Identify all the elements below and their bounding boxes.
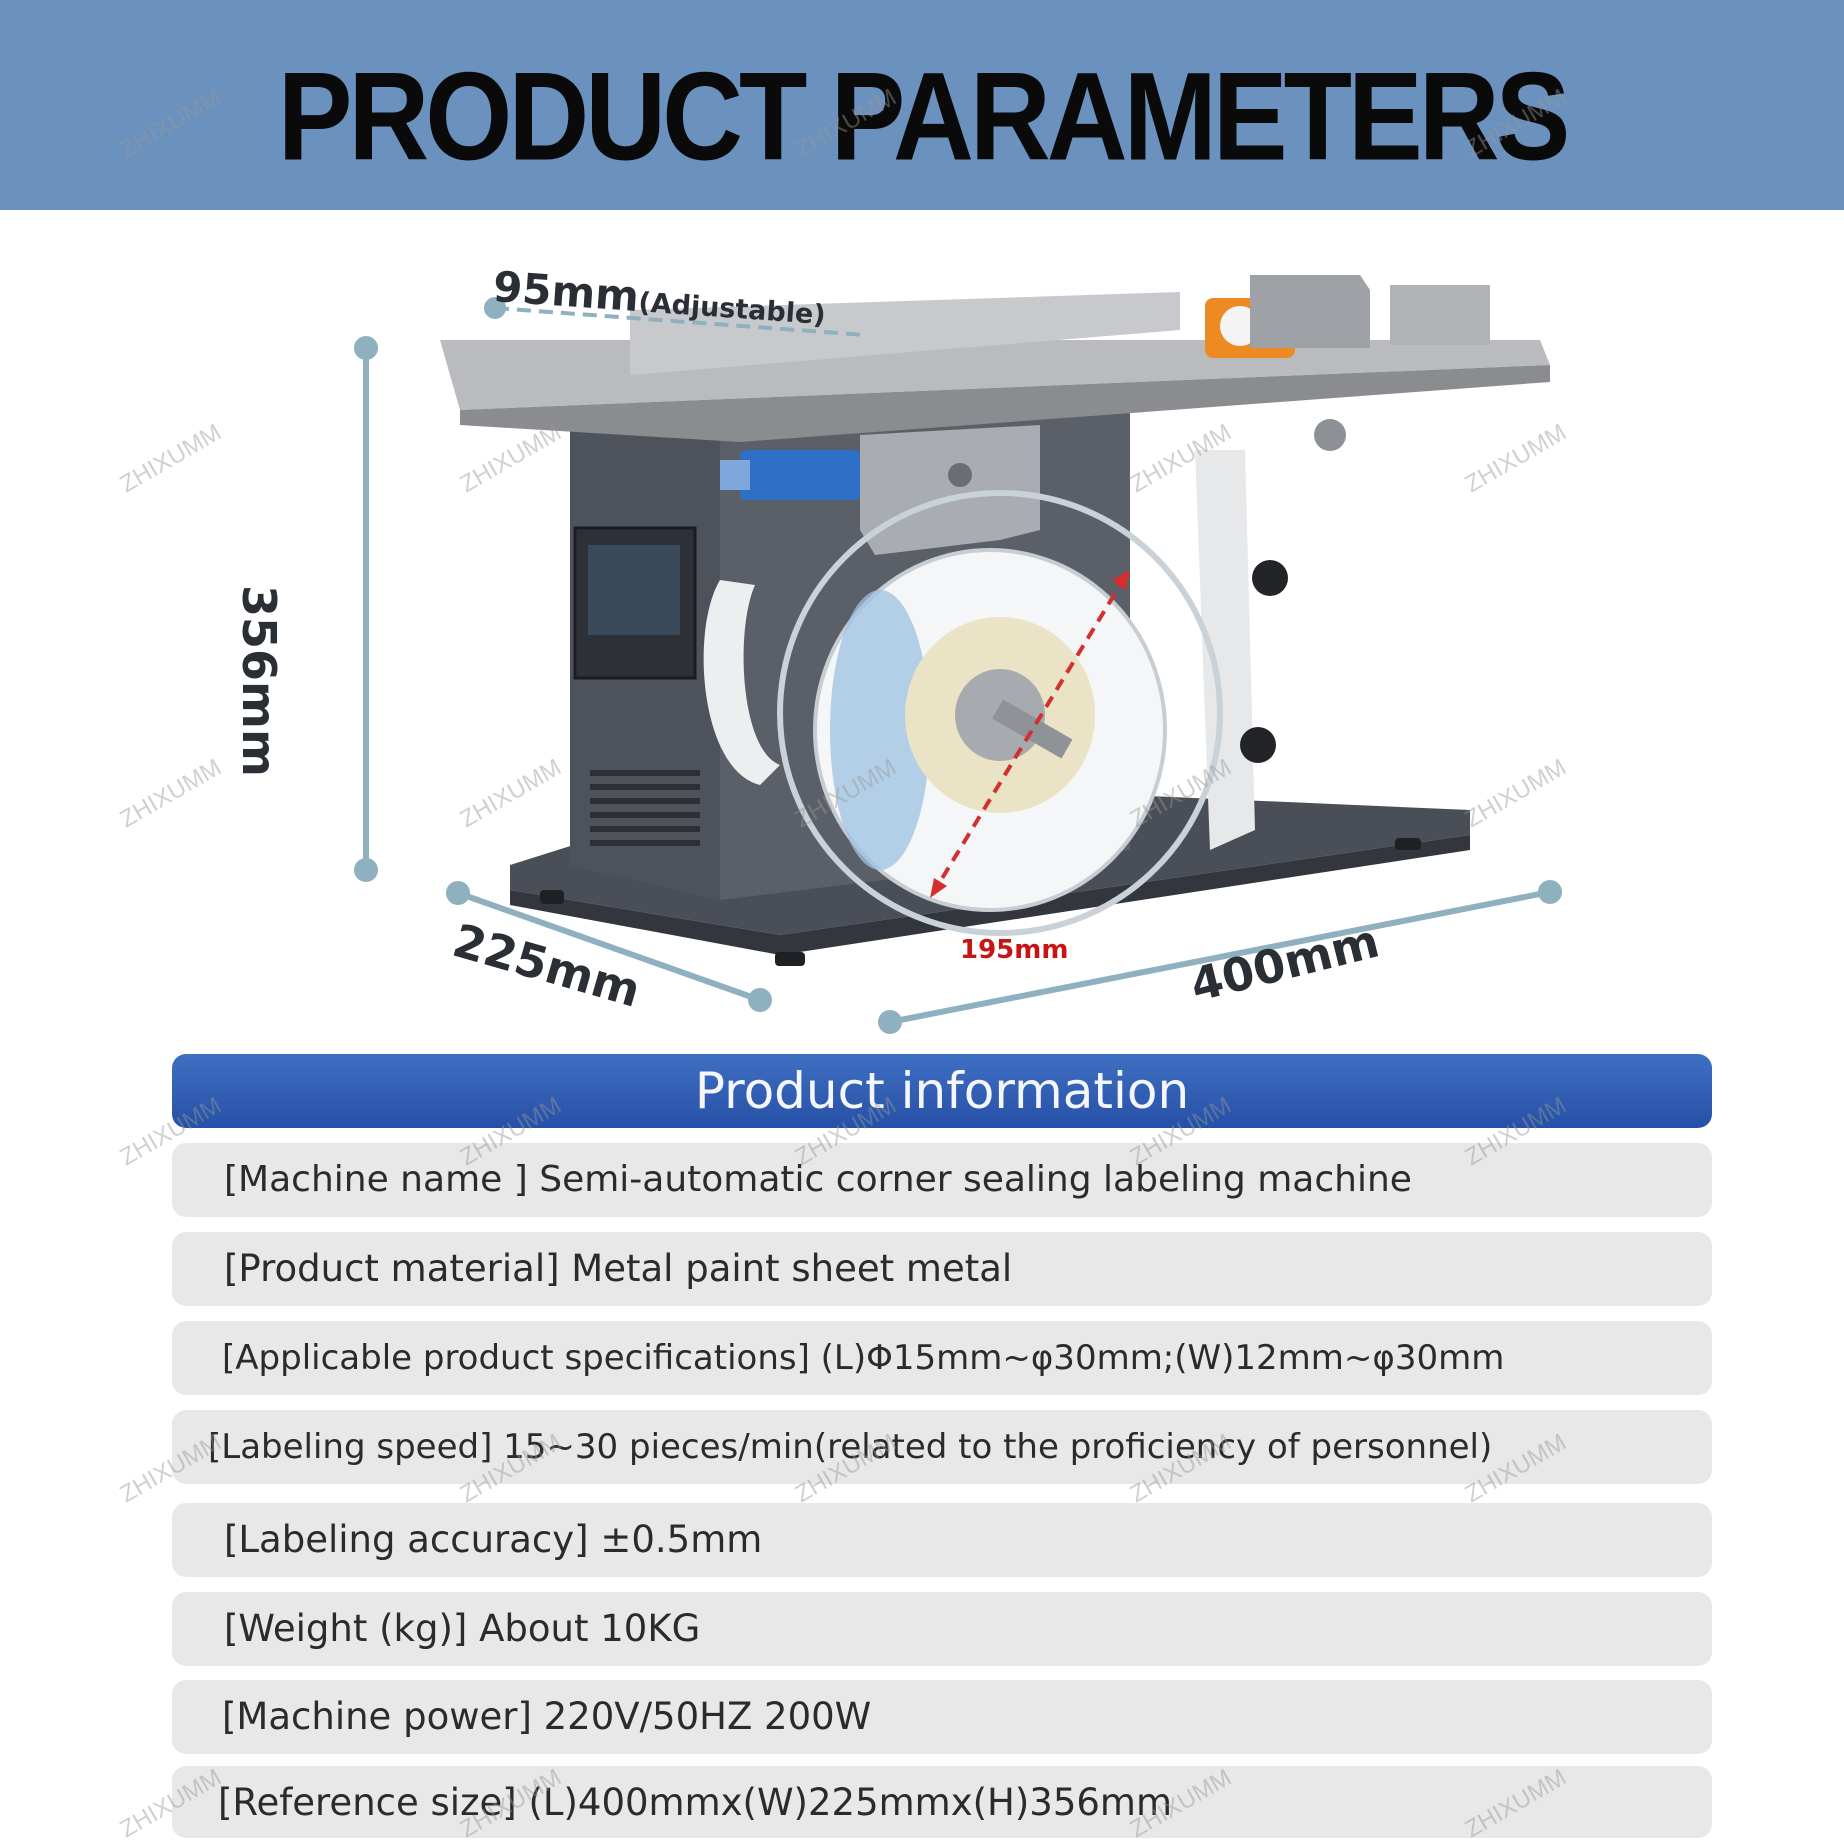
- dimension-roll-diameter: 195mm: [960, 935, 1069, 965]
- info-row-text: [Reference size] (L)400mmx(W)225mmx(H)35…: [218, 1781, 1172, 1824]
- blue-roller: [740, 450, 860, 500]
- product-information-heading: Product information: [172, 1054, 1712, 1128]
- page-title: PRODUCT PARAMETERS: [277, 46, 1571, 187]
- info-row: [Machine power] 220V/50HZ 200W: [172, 1680, 1712, 1754]
- info-row-text: [Labeling accuracy] ±0.5mm: [224, 1518, 763, 1561]
- info-row: [Labeling speed] 15~30 pieces/min(relate…: [172, 1410, 1712, 1484]
- roll-diameter-arrow: [933, 575, 1127, 892]
- label-roll: [830, 590, 930, 870]
- roll-disc: [777, 490, 1223, 936]
- product-figure: 95mm(Adjustable) 356mm 225mm 400mm 195mm: [0, 210, 1844, 1050]
- info-row: [Labeling accuracy] ±0.5mm: [172, 1503, 1712, 1577]
- info-row-text: [Labeling speed] 15~30 pieces/min(relate…: [208, 1427, 1493, 1467]
- info-row: [Reference size] (L)400mmx(W)225mmx(H)35…: [172, 1766, 1712, 1838]
- info-row-text: [Machine power] 220V/50HZ 200W: [222, 1695, 872, 1738]
- label-tape: [1195, 450, 1255, 850]
- info-row-text: [Product material] Metal paint sheet met…: [224, 1247, 1013, 1290]
- motor-block: [1250, 275, 1370, 348]
- info-row: [Machine name ] Semi-automatic corner se…: [172, 1143, 1712, 1217]
- guide-fence: [630, 292, 1180, 375]
- info-row-text: [Applicable product specifications] (L)Φ…: [222, 1338, 1505, 1378]
- dimension-lines: [354, 297, 1562, 1034]
- info-row-text: [Machine name ] Semi-automatic corner se…: [224, 1159, 1412, 1200]
- header-banner: PRODUCT PARAMETERS: [0, 0, 1844, 210]
- machine-illustration: [354, 275, 1562, 1034]
- mechanism-plate: [860, 425, 1040, 555]
- dimension-height: 356mm: [232, 585, 286, 777]
- info-row-text: [Weight (kg)] About 10KG: [224, 1607, 701, 1650]
- info-row: [Product material] Metal paint sheet met…: [172, 1232, 1712, 1306]
- info-row: [Applicable product specifications] (L)Φ…: [172, 1321, 1712, 1395]
- info-row: [Weight (kg)] About 10KG: [172, 1592, 1712, 1666]
